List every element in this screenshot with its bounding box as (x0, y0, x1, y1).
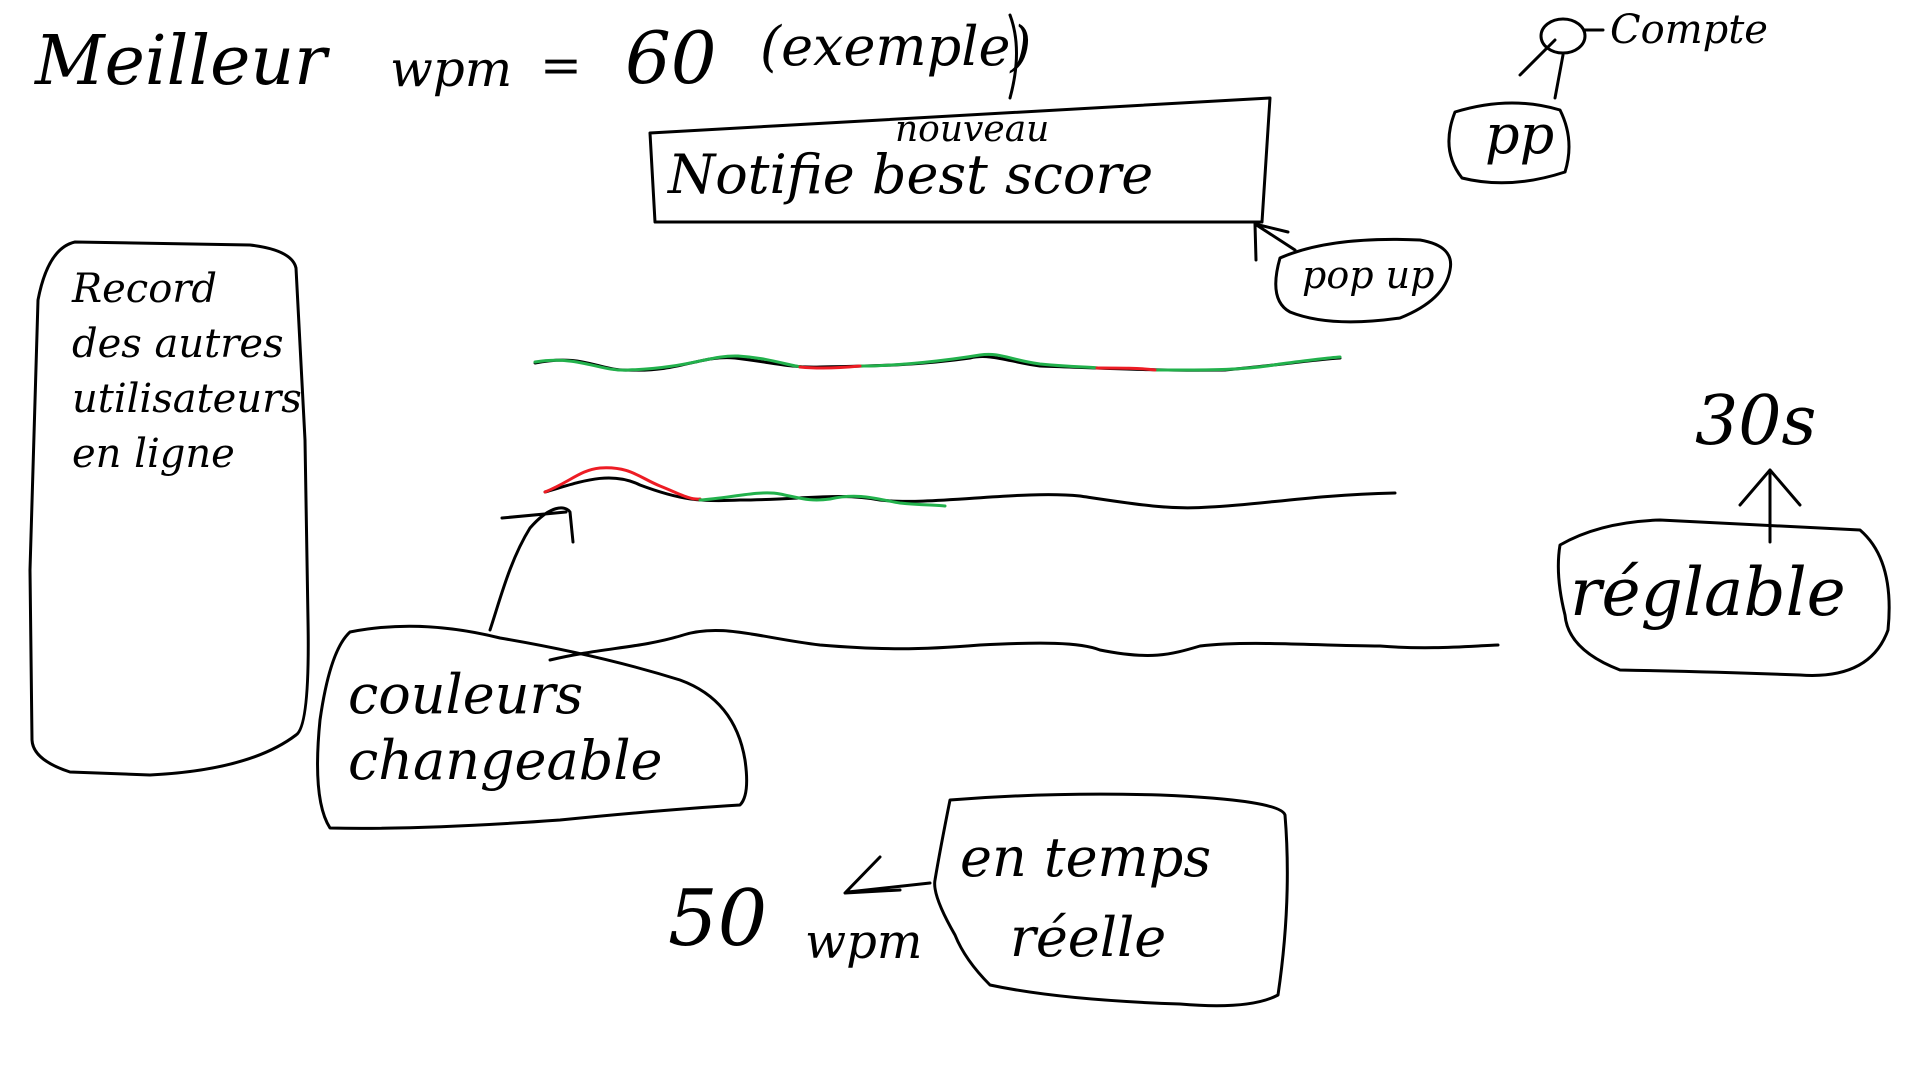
speed-value: 50 (668, 874, 768, 964)
typing-line-3-base (548, 628, 1500, 662)
timer-callout-border (1556, 518, 1891, 677)
sidebar-panel-border (28, 240, 310, 777)
popup-label: pop up (1302, 253, 1435, 297)
sidebar-line: en ligne (72, 431, 235, 477)
account-connector-icon (1518, 28, 1605, 100)
best-note-paren-icon (1008, 13, 1018, 100)
best-score-label: Meilleur (35, 22, 327, 101)
speed-annotation: en temps réelle (960, 818, 1211, 978)
notification-new-label: nouveau (895, 109, 1050, 150)
profile-picture-label[interactable]: pp (1485, 103, 1555, 166)
notification-main-label: Notifie best score (668, 143, 1154, 206)
best-score-unit: wpm (390, 40, 513, 98)
colors-note: couleurs changeable (348, 662, 663, 794)
typing-line-1-correct (533, 352, 1342, 372)
popup-callout-border (1274, 237, 1453, 324)
typing-line-2-base (543, 476, 1397, 510)
timer-annotation: réglable (1570, 554, 1846, 631)
popup-arrow-icon (1253, 222, 1297, 262)
best-score-value: 60 (625, 16, 717, 100)
online-records-sidebar: Record des autres utilisateurs en ligne (72, 262, 302, 482)
notification-box-border (648, 96, 1272, 224)
sidebar-line: Record (72, 266, 217, 312)
speed-callout-border (933, 792, 1289, 1008)
typing-line-2-correct (698, 491, 947, 508)
typing-line-2-error (543, 466, 702, 501)
account-label[interactable]: Compte (1610, 7, 1768, 53)
speed-unit: wpm (805, 914, 923, 970)
sidebar-line: des autres (72, 321, 284, 367)
best-score-note: (exemple) (760, 15, 1032, 78)
colors-callout-border (316, 624, 749, 830)
speed-annotation-line: réelle (1010, 906, 1167, 969)
profile-picture-box-border (1447, 101, 1571, 185)
timer-arrow-icon (1738, 468, 1802, 544)
colors-note-line: changeable (348, 729, 663, 792)
colors-callout-arrow-icon (488, 506, 575, 632)
sidebar-line: utilisateurs (72, 376, 302, 422)
best-score-equals: = (540, 36, 582, 94)
typing-line-1-error (798, 364, 1157, 372)
colors-note-line: couleurs (348, 663, 584, 726)
speed-annotation-line: en temps (960, 826, 1212, 889)
account-avatar-icon[interactable] (1539, 17, 1587, 55)
speed-arrow-icon (843, 855, 932, 895)
timer-value[interactable]: 30s (1695, 382, 1817, 461)
